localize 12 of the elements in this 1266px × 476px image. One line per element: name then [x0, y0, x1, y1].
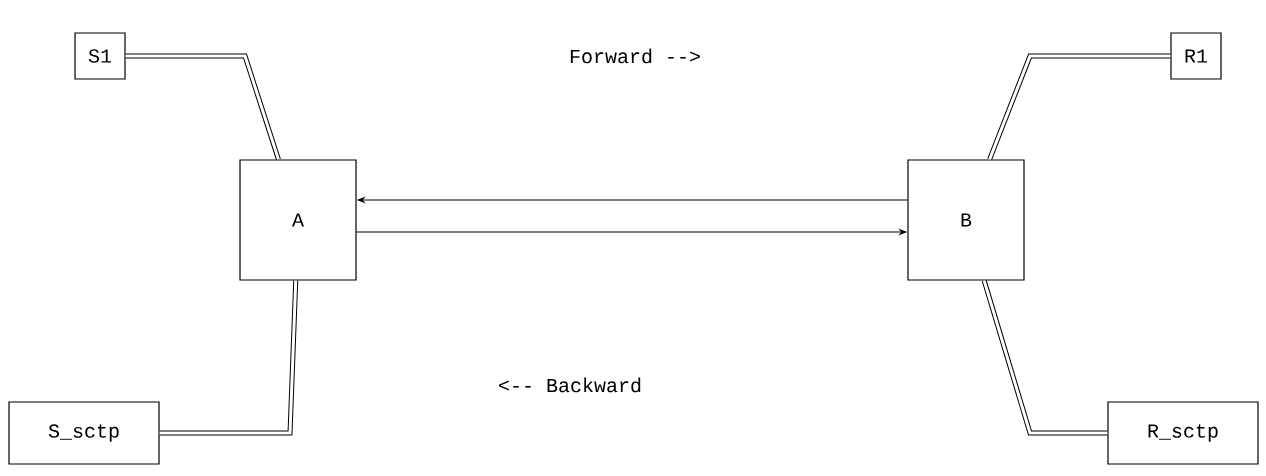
box: R1 [1170, 32, 1222, 80]
box: S1 [74, 32, 126, 80]
box: R_sctp [1107, 401, 1259, 465]
connector [125, 53, 281, 161]
connector [981, 279, 1108, 436]
box: S_sctp [8, 401, 160, 465]
connector [159, 280, 299, 436]
direction-label: <-- Backward [499, 377, 641, 393]
box: A [239, 159, 357, 281]
direction-label: Forward --> [570, 48, 700, 64]
box: B [907, 159, 1025, 281]
connector [987, 53, 1171, 161]
